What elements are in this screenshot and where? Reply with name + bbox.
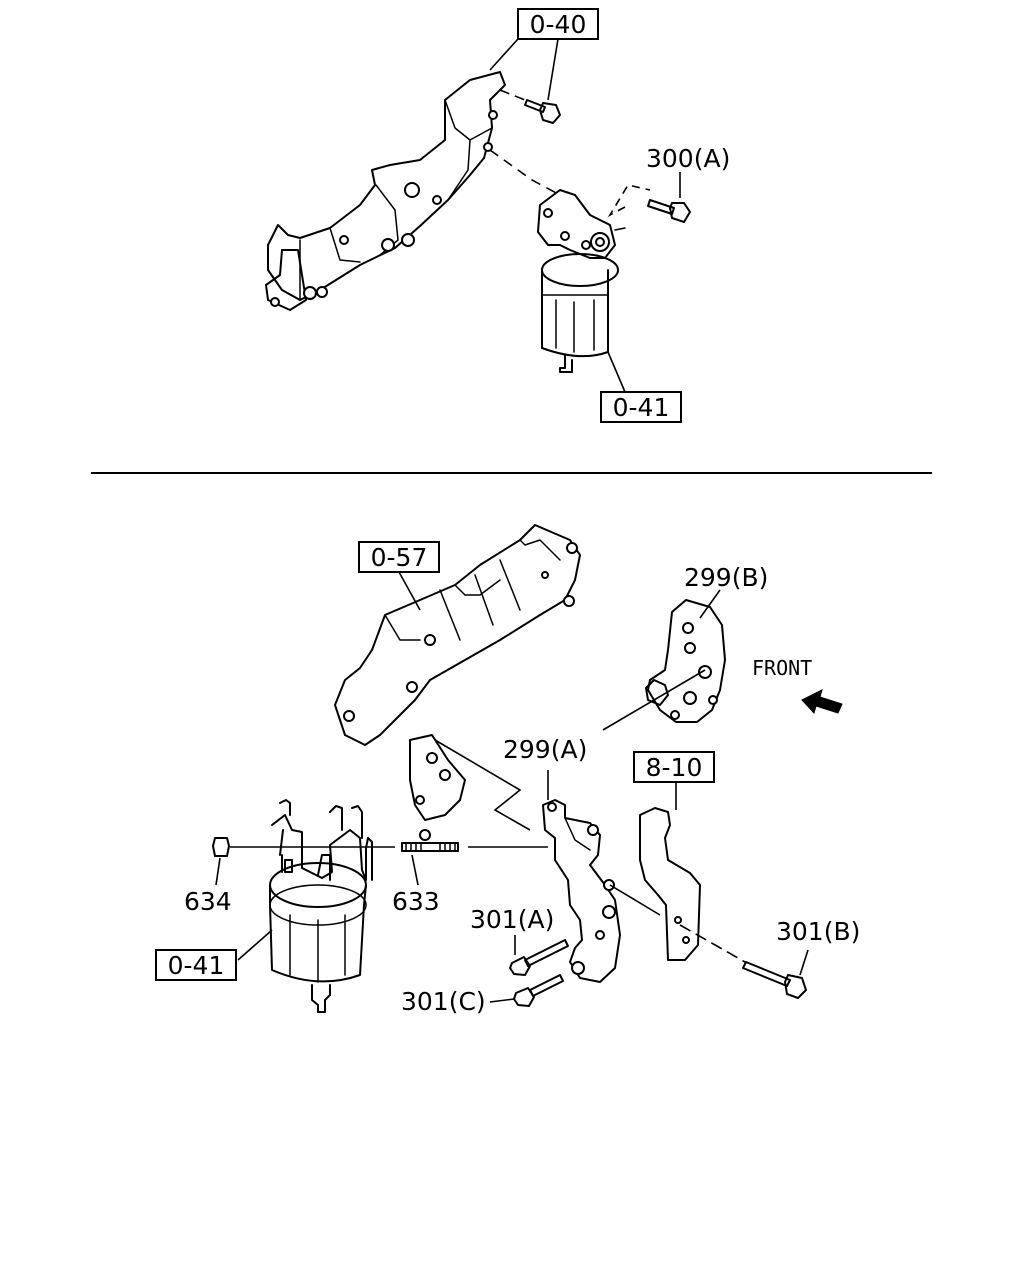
ref-0-40[interactable]: 0-40 [530,10,587,39]
stud-633 [401,842,459,886]
ref-box-0-40[interactable] [517,8,599,40]
front-arrow-icon [801,689,843,714]
engine-component-0-57 [334,524,581,841]
ref-0-41-bottom[interactable]: 0-41 [168,951,225,980]
bolt-0-40 [499,89,561,124]
label-299a: 299(A) [503,735,587,764]
bracket-8-10 [609,780,701,961]
leader-bracket-filter [489,149,561,196]
front-label: FRONT [752,656,812,680]
ref-0-41-top[interactable]: 0-41 [613,393,670,422]
ref-box-0-41-bottom[interactable] [155,949,237,981]
bolt-301c [489,974,564,1007]
label-300a: 300(A) [646,144,730,173]
bolt-300a [607,172,691,223]
bolt-301a [509,935,569,976]
ref-box-0-41-top[interactable] [600,391,682,423]
bracket-299a [434,739,621,983]
label-634: 634 [184,887,232,916]
label-301c: 301(C) [401,987,486,1016]
engine-bracket [265,71,506,311]
fuel-filter-top [537,189,626,393]
label-633: 633 [392,887,440,916]
label-301a: 301(A) [470,905,554,934]
label-299b: 299(B) [684,563,768,592]
bracket-299b [602,589,726,731]
ref-8-10[interactable]: 8-10 [646,753,703,782]
ref-box-8-10[interactable] [633,751,715,783]
bolt-301b [679,924,809,999]
ref-0-57[interactable]: 0-57 [371,543,428,572]
nut-634 [212,837,230,886]
fuel-filter-bottom [237,799,373,1013]
label-301b: 301(B) [776,917,860,946]
ref-box-0-57[interactable] [358,541,440,573]
